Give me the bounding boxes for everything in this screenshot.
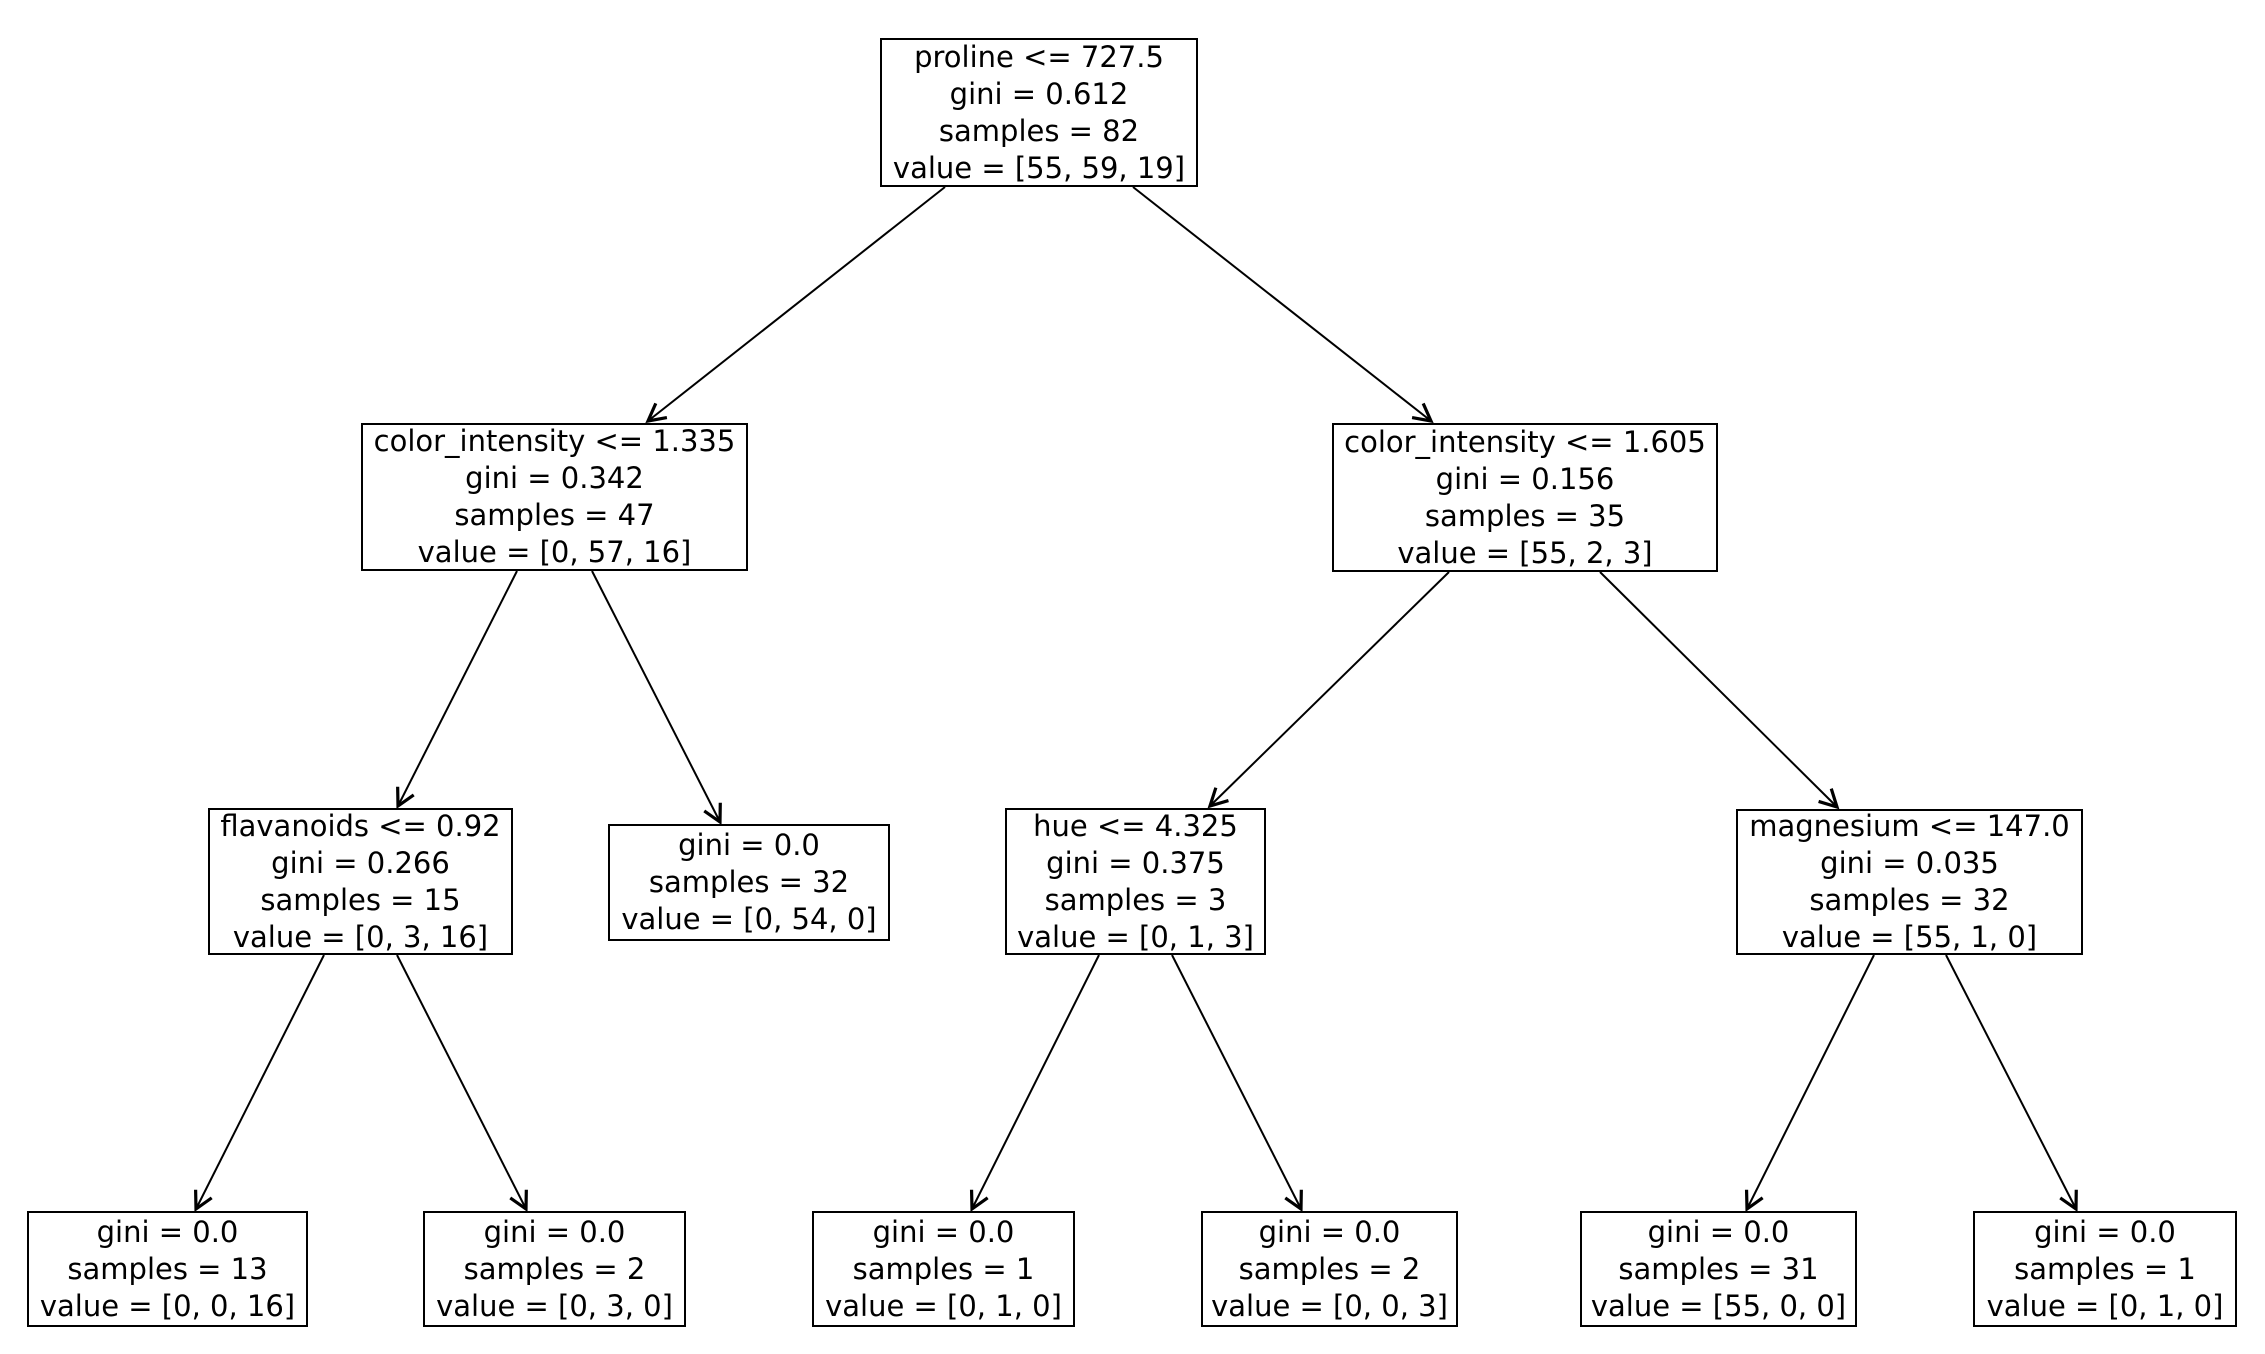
- tree-node-root: proline <= 727.5 gini = 0.612 samples = …: [880, 38, 1198, 187]
- node-value: value = [0, 0, 16]: [39, 1288, 296, 1323]
- node-split-condition: flavanoids <= 0.92: [220, 808, 501, 843]
- node-gini: gini = 0.0: [96, 1214, 239, 1249]
- node-samples: samples = 1: [2014, 1251, 2196, 1286]
- node-samples: samples = 2: [1238, 1251, 1421, 1286]
- node-gini: gini = 0.035: [1820, 846, 1999, 880]
- node-gini: gini = 0.0: [872, 1214, 1015, 1249]
- tree-node-right-left: hue <= 4.325 gini = 0.375 samples = 3 va…: [1005, 808, 1266, 955]
- edge-rightleft-to-leaf3: [969, 954, 1100, 1213]
- tree-node-right: color_intensity <= 1.605 gini = 0.156 sa…: [1332, 423, 1718, 572]
- node-value: value = [55, 59, 19]: [892, 150, 1186, 185]
- node-gini: gini = 0.342: [465, 461, 644, 495]
- node-value: value = [0, 3, 0]: [436, 1288, 673, 1323]
- node-samples: samples = 82: [938, 113, 1140, 148]
- node-gini: gini = 0.0: [1258, 1214, 1401, 1249]
- node-split-condition: magnesium <= 147.0: [1749, 809, 2070, 843]
- node-value: value = [55, 2, 3]: [1397, 535, 1653, 570]
- edge-leftleft-to-leaf1: [194, 954, 325, 1213]
- tree-leaf-2: gini = 0.0 samples = 2 value = [0, 3, 0]: [423, 1211, 686, 1327]
- node-samples: samples = 1: [852, 1251, 1035, 1286]
- node-value: value = [0, 0, 3]: [1211, 1288, 1448, 1323]
- node-value: value = [0, 1, 0]: [1986, 1288, 2224, 1323]
- tree-leaf-4: gini = 0.0 samples = 2 value = [0, 0, 3]: [1201, 1211, 1458, 1327]
- node-value: value = [55, 0, 0]: [1590, 1288, 1847, 1323]
- tree-leaf-5: gini = 0.0 samples = 31 value = [55, 0, …: [1580, 1211, 1857, 1327]
- node-value: value = [0, 54, 0]: [621, 902, 877, 936]
- edge-root-to-left: [645, 186, 946, 424]
- node-samples: samples = 31: [1618, 1251, 1819, 1286]
- edge-root-to-right: [1132, 186, 1434, 424]
- node-value: value = [0, 3, 16]: [232, 919, 489, 954]
- node-gini: gini = 0.0: [2034, 1214, 2176, 1249]
- edge-left-to-leftright: [591, 570, 722, 826]
- node-samples: samples = 32: [1809, 883, 2010, 917]
- node-gini: gini = 0.0: [678, 828, 820, 862]
- node-samples: samples = 35: [1424, 498, 1626, 533]
- tree-leaf-1: gini = 0.0 samples = 13 value = [0, 0, 1…: [27, 1211, 308, 1327]
- edge-leftleft-to-leaf2: [396, 954, 528, 1213]
- node-samples: samples = 47: [454, 498, 655, 532]
- edge-left-to-leftleft: [396, 570, 518, 810]
- node-split-condition: color_intensity <= 1.335: [373, 424, 736, 458]
- node-value: value = [0, 1, 0]: [825, 1288, 1062, 1323]
- node-samples: samples = 32: [648, 865, 850, 899]
- node-samples: samples = 13: [67, 1251, 268, 1286]
- node-gini: gini = 0.156: [1435, 461, 1615, 496]
- edge-right-to-rightright: [1599, 571, 1840, 810]
- node-split-condition: hue <= 4.325: [1033, 808, 1238, 843]
- tree-node-left-left: flavanoids <= 0.92 gini = 0.266 samples …: [208, 808, 513, 955]
- tree-node-right-right: magnesium <= 147.0 gini = 0.035 samples …: [1736, 809, 2083, 955]
- tree-node-left: color_intensity <= 1.335 gini = 0.342 sa…: [361, 423, 748, 571]
- node-gini: gini = 0.0: [1647, 1214, 1790, 1249]
- edge-right-to-rightleft: [1207, 571, 1450, 809]
- node-gini: gini = 0.375: [1046, 845, 1225, 880]
- edge-rightright-to-leaf6: [1945, 954, 2078, 1213]
- node-samples: samples = 15: [260, 882, 461, 917]
- node-value: value = [55, 1, 0]: [1781, 920, 2038, 954]
- edge-rightright-to-leaf5: [1744, 954, 1875, 1213]
- tree-leaf-6: gini = 0.0 samples = 1 value = [0, 1, 0]: [1973, 1211, 2237, 1327]
- edge-rightleft-to-leaf4: [1171, 954, 1303, 1213]
- node-gini: gini = 0.0: [483, 1214, 626, 1249]
- node-value: value = [0, 1, 3]: [1017, 919, 1254, 954]
- node-samples: samples = 3: [1044, 882, 1227, 917]
- node-value: value = [0, 57, 16]: [417, 535, 692, 569]
- tree-leaf-3: gini = 0.0 samples = 1 value = [0, 1, 0]: [812, 1211, 1075, 1327]
- node-gini: gini = 0.266: [271, 845, 450, 880]
- node-samples: samples = 2: [463, 1251, 646, 1286]
- node-split-condition: proline <= 727.5: [914, 39, 1164, 74]
- node-gini: gini = 0.612: [949, 76, 1129, 111]
- node-split-condition: color_intensity <= 1.605: [1344, 424, 1706, 459]
- tree-leaf-left-right: gini = 0.0 samples = 32 value = [0, 54, …: [608, 824, 890, 941]
